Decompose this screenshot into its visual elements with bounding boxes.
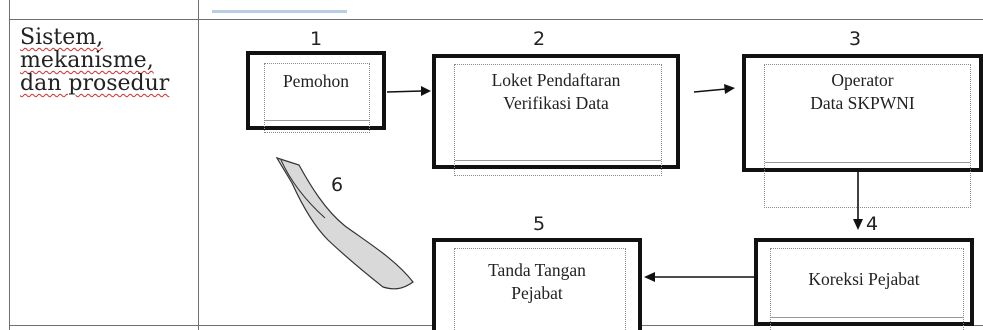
step-4-label: Koreksi Pejabat: [808, 269, 920, 289]
step-4-box: Koreksi Pejabat: [754, 238, 974, 330]
arrow-4-to-5: [644, 272, 754, 282]
header-accent-strip: [212, 10, 347, 13]
step-1-inner-frame: [264, 63, 370, 133]
step-2-number: 2: [533, 28, 546, 50]
step-3-label-line-1: Operator: [831, 70, 894, 90]
step-2-label-line-1: Loket Pendaftaran: [491, 70, 621, 90]
step-3-box: Operator Data SKPWNI: [742, 54, 983, 208]
table-column-divider: [198, 0, 199, 330]
step-6-number: 6: [331, 174, 344, 196]
table-row-top-border: [9, 19, 983, 20]
step-1-number: 1: [310, 28, 323, 50]
row-label-line: mekanisme,: [20, 48, 154, 73]
step-1-label: Pemohon: [282, 71, 350, 91]
arrow-2-to-3: [693, 84, 735, 94]
arrow-6-curved-return: [275, 156, 414, 290]
arrow-3-to-4: [853, 172, 863, 230]
step-4-number: 4: [866, 213, 879, 235]
row-label-line: Sistem,: [20, 25, 104, 50]
step-2-box: Loket Pendaftaran Verifikasi Data: [432, 54, 680, 176]
step-5-inner-frame: [454, 248, 626, 330]
step-2-inner-frame: [454, 64, 662, 176]
step-5-label-line-2: Pejabat: [511, 283, 563, 303]
step-4-inner-frame: [770, 248, 964, 330]
row-label: Sistem, mekanisme, dan prosedur: [20, 26, 190, 95]
step-1-box: Pemohon: [246, 51, 386, 133]
step-3-number: 3: [849, 28, 862, 50]
step-5-label-line-1: Tanda Tangan: [488, 260, 586, 280]
step-5-box: Tanda Tangan Pejabat: [432, 238, 642, 330]
table-left-border: [9, 0, 10, 330]
arrow-1-to-2: [386, 86, 431, 96]
step-3-label-line-2: Data SKPWNI: [810, 93, 915, 113]
step-2-label-line-2: Verifikasi Data: [503, 93, 609, 113]
row-label-line: dan prosedur: [20, 71, 170, 96]
step-5-number: 5: [533, 213, 546, 235]
step-3-inner-frame: [764, 64, 971, 208]
